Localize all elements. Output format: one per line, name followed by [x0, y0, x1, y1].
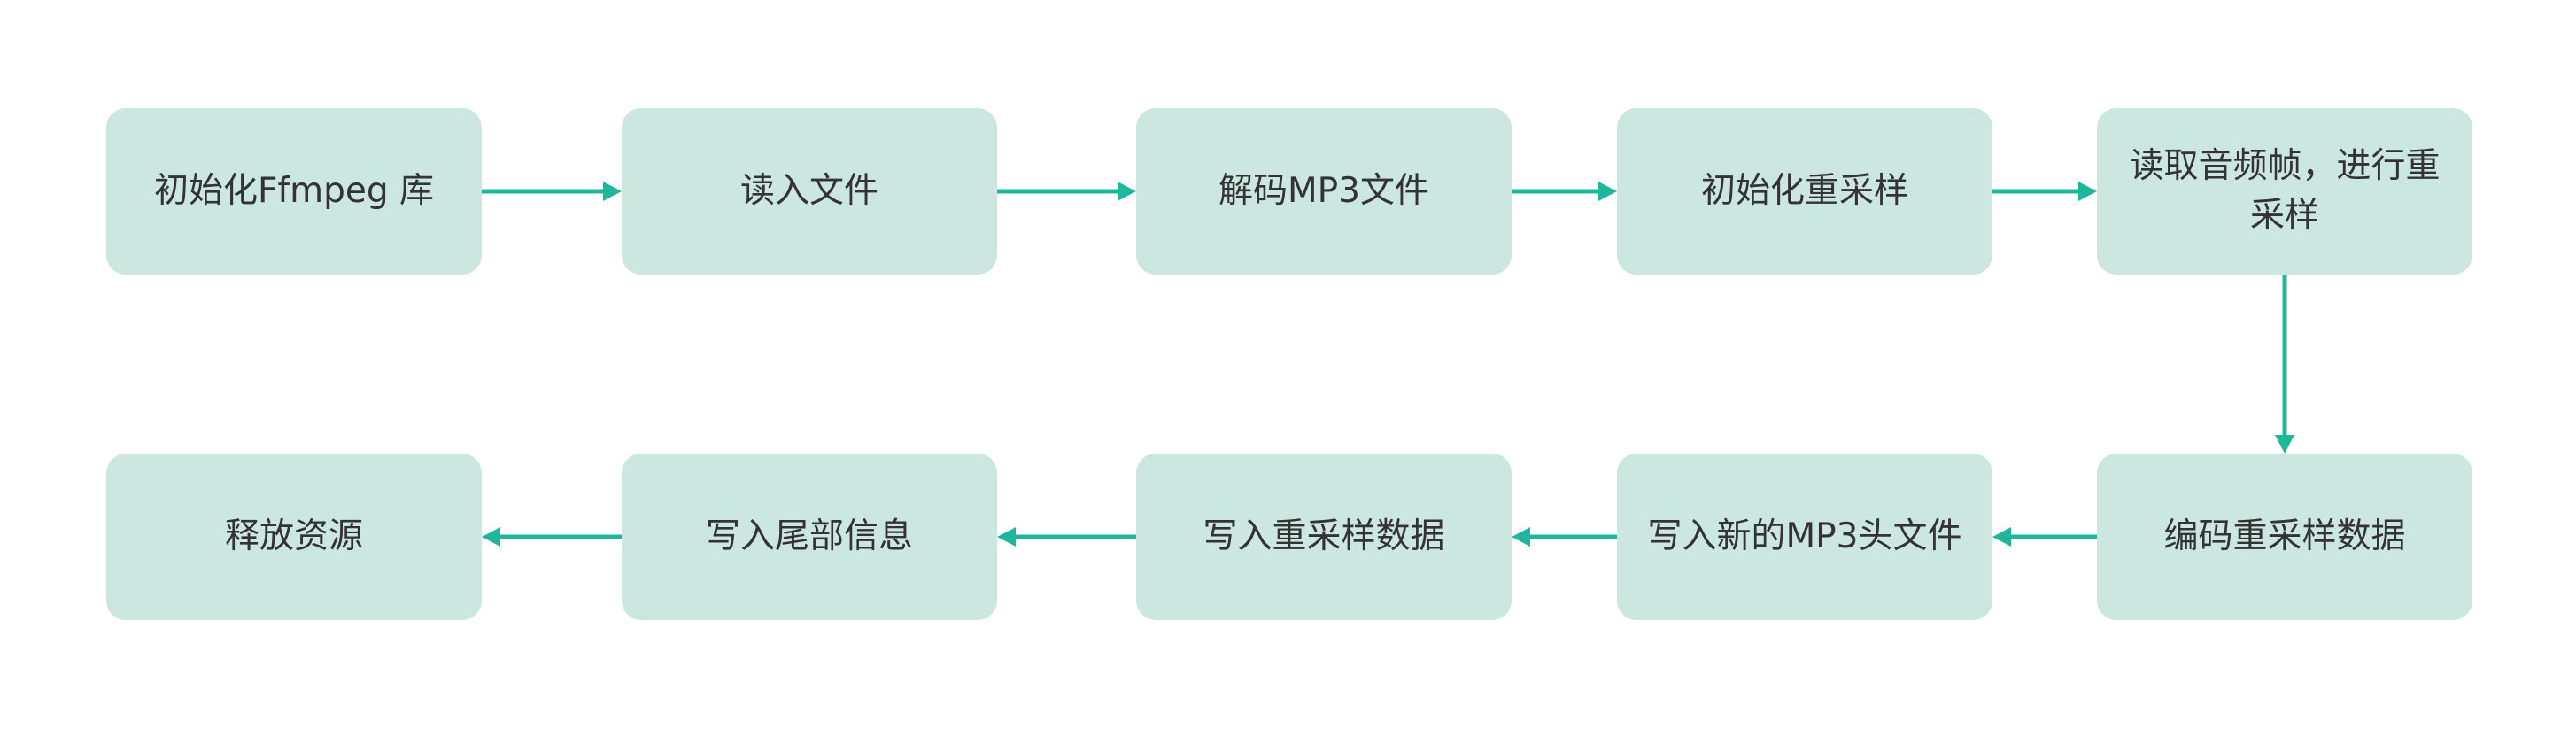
node-label: 释放资源: [224, 516, 363, 556]
node-label: 写入新的MP3头文件: [1647, 516, 1962, 556]
node-write-resampled-data: 写入重采样数据: [1136, 454, 1512, 620]
node-write-mp3-header: 写入新的MP3头文件: [1617, 454, 1992, 620]
node-label: 解码MP3文件: [1218, 171, 1429, 211]
node-label: 读入文件: [739, 171, 878, 211]
node-encode-resampled: 编码重采样数据: [2097, 454, 2472, 620]
arrow-n3-n4: [1512, 182, 1617, 201]
node-label: 写入尾部信息: [705, 516, 913, 556]
node-write-trailer: 写入尾部信息: [622, 454, 997, 620]
arrow-n6-n7: [1992, 527, 2097, 547]
node-label: 读取音频帧，进行重采样: [2129, 146, 2441, 236]
arrow-n4-n5: [1992, 182, 2097, 201]
node-label: 写入重采样数据: [1203, 516, 1445, 556]
node-read-frames-resample: 读取音频帧，进行重采样: [2097, 108, 2472, 275]
arrow-n7-n8: [1512, 527, 1617, 547]
arrow-n5-n6: [2275, 275, 2294, 454]
node-release-resources: 释放资源: [106, 454, 482, 620]
node-label: 编码重采样数据: [2163, 516, 2406, 556]
arrow-n9-n10: [482, 527, 622, 547]
arrow-n1-n2: [482, 182, 622, 201]
node-decode-mp3: 解码MP3文件: [1136, 108, 1512, 275]
node-read-file: 读入文件: [622, 108, 997, 275]
node-label: 初始化重采样: [1700, 171, 1908, 211]
arrow-n8-n9: [997, 527, 1136, 547]
node-label: 初始化Ffmpeg 库: [153, 171, 435, 211]
arrow-n2-n3: [997, 182, 1136, 201]
node-init-ffmpeg: 初始化Ffmpeg 库: [106, 108, 482, 275]
node-init-resample: 初始化重采样: [1617, 108, 1992, 275]
